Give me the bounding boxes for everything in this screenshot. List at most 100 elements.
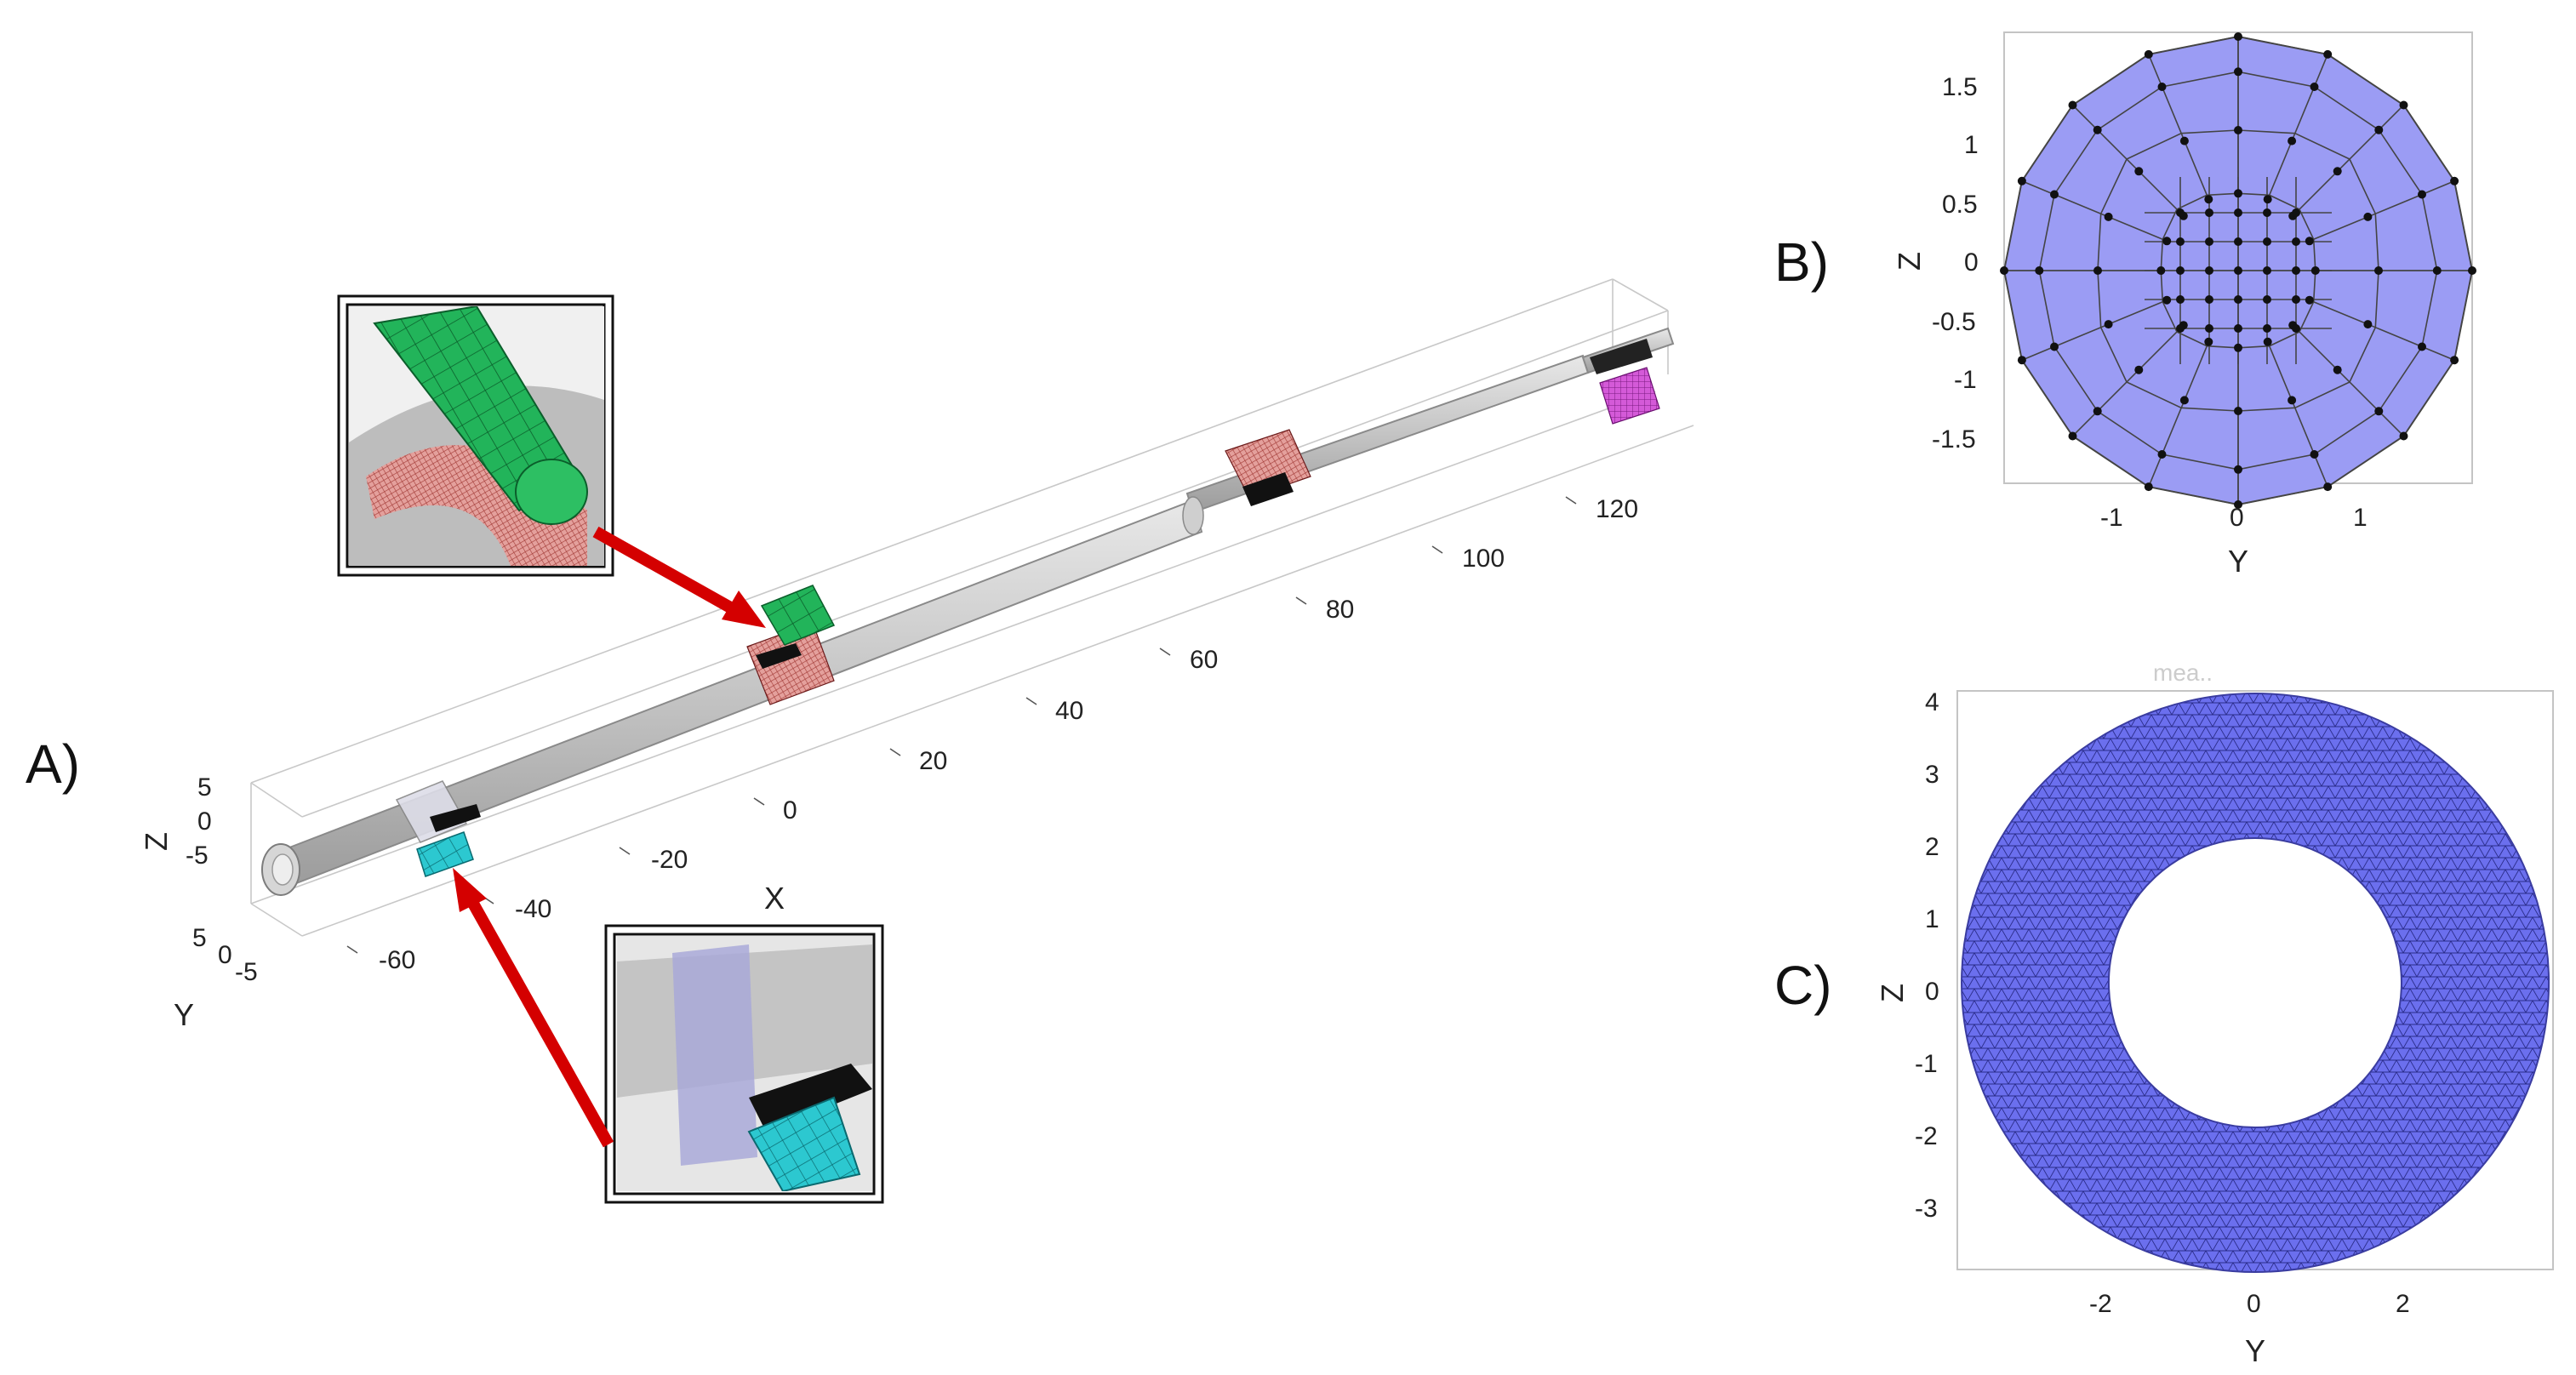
b-y-tick: 1.5 [1942,73,1978,101]
mesh-node [2068,431,2077,441]
mesh-node [2418,342,2426,351]
mesh-node [2176,295,2185,304]
b-y-tick: 1 [1964,131,1979,159]
mesh-node [2234,465,2242,474]
b-y-axis-label: Z [1892,252,1927,271]
c-y-tick: 0 [1925,978,1939,1006]
panel-b: B) -1 0 1 1.5 1 0.5 0 -0.5 -1 -1.5 Y Z [1774,31,2476,579]
mesh-node [2205,295,2213,304]
c-y-tick: 2 [1925,833,1939,861]
mesh-node [2333,167,2342,176]
mesh-node [2144,49,2153,59]
mesh-node [2450,356,2459,365]
mesh-node [2104,212,2113,221]
c-y-tick: 4 [1925,688,1939,716]
mesh-node [2204,195,2213,204]
mesh-spoke [2148,54,2210,200]
mesh-spoke [2292,324,2405,437]
b-x-axis-label: Y [2228,544,2248,579]
mesh-node [2263,208,2271,217]
mesh-node [2234,266,2242,275]
mesh-node [2234,407,2242,415]
x-tick: 20 [919,747,947,775]
mesh-node [2093,125,2102,134]
mesh-node [2288,136,2297,145]
c-y-tick: -3 [1915,1195,1938,1223]
x-tick: 80 [1326,596,1354,624]
x-tick: -40 [515,895,551,923]
mesh-node [2305,295,2314,305]
y-tick: 5 [192,924,207,952]
panel-c: C) mea.. -2 0 2 4 3 2 1 0 -1 -2 -3 Y Z [1774,659,2554,1368]
cyan-bearing-part [395,780,481,877]
b-y-tick: -1.5 [1932,425,1976,454]
inset-green-zoom [337,294,614,577]
mesh-spoke [2266,54,2328,200]
x-tick: -20 [651,846,688,874]
b-x-tick: -1 [2100,504,2123,532]
z-axis-label: Z [139,832,174,851]
mesh-node [2156,266,2166,275]
b-y-tick: -1 [1954,366,1977,394]
c-y-tick: 1 [1925,905,1939,933]
c-x-tick: 2 [2396,1290,2410,1318]
mesh-node [2234,324,2242,333]
mesh-node [2176,237,2185,246]
x-tick: 120 [1596,495,1638,523]
mesh-node [2263,324,2271,333]
mesh-spoke [2292,104,2405,217]
mesh-spoke [2148,341,2210,488]
mesh-node [2234,500,2242,509]
mesh-node [2399,431,2408,441]
mesh-node [2134,167,2144,176]
mesh-node [2068,100,2077,110]
mesh-node [2292,208,2300,217]
mesh-node [2234,32,2242,41]
x-tick: 60 [1190,646,1218,674]
annulus-mesh [1961,693,2550,1273]
b-y-tick: 0 [1964,248,1979,277]
mesh-node [2418,190,2426,199]
panel-b-label: B) [1774,231,1829,293]
magenta-end-part [1590,339,1660,425]
b-x-tick: 1 [2353,504,2368,532]
mesh-node [2017,176,2026,185]
mesh-node [2292,237,2300,246]
mesh-node [2176,208,2185,217]
mesh-node [2432,266,2442,275]
panel-a-label: A) [26,733,80,795]
mesh-node [2234,208,2242,217]
elliptical-mesh [2000,32,2476,509]
mesh-node [2179,136,2189,145]
green-bearing-part [746,585,836,705]
c-x-tick: 0 [2247,1290,2261,1318]
panel-c-faint-title: mea.. [2153,659,2213,686]
mesh-node [2205,266,2213,275]
mesh-node [2292,266,2300,275]
callout-arrows [453,526,766,1148]
x-tick-marks [346,496,1577,954]
mesh-node [2093,266,2102,275]
y-tick-labels: 5 0 -5 [192,924,258,986]
mesh-node [2234,126,2242,134]
mesh-node [2176,266,2185,275]
mesh-node [2035,266,2044,275]
mesh-node [2263,295,2271,304]
mesh-node [2323,49,2333,59]
x-tick: 0 [783,796,797,824]
mesh-node [2292,324,2300,333]
mesh-node [2363,212,2373,221]
c-x-axis-label: Y [2245,1333,2265,1368]
c-y-tick: 3 [1925,761,1939,789]
mesh-node [2093,407,2102,416]
mesh-node [2205,208,2213,217]
c-y-tick: -2 [1915,1122,1938,1150]
mesh-node [2234,67,2242,77]
mesh-node [2263,337,2272,346]
mesh-node [2374,125,2384,134]
mesh-node [2017,356,2026,365]
mesh-spoke [2266,341,2328,488]
inset-cyan-zoom [604,924,884,1204]
z-tick: 0 [197,807,212,836]
mesh-spoke [2309,299,2455,361]
